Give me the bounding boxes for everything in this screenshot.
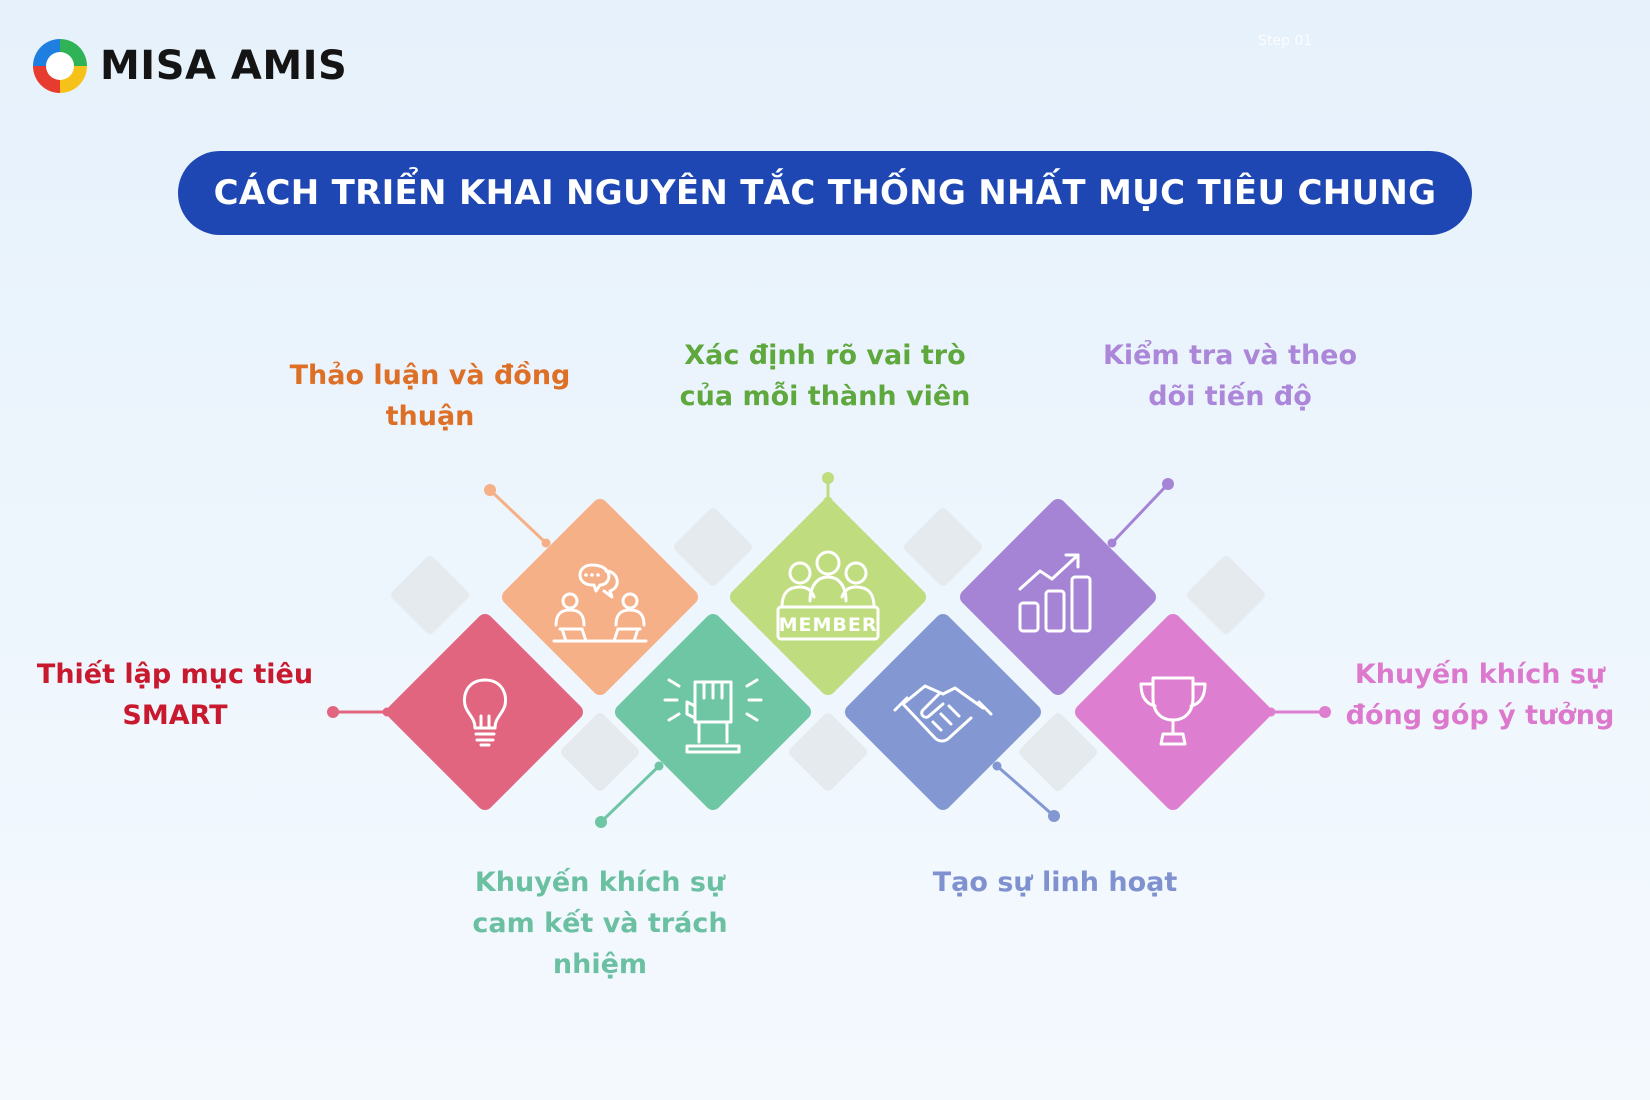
brand-name: MISA AMIS bbox=[100, 43, 348, 89]
connector-line bbox=[996, 764, 1055, 818]
step-tile-1 bbox=[387, 614, 583, 810]
connector-start-dot bbox=[992, 761, 1002, 771]
discussion-icon bbox=[552, 563, 648, 643]
step-tile-4 bbox=[730, 499, 926, 695]
connector-line bbox=[488, 488, 548, 545]
connector-start-dot bbox=[1107, 538, 1117, 548]
ghost-tile bbox=[391, 556, 469, 634]
page-title: CÁCH TRIỂN KHAI NGUYÊN TẮC THỐNG NHẤT MỤ… bbox=[213, 173, 1437, 213]
ghost-tile bbox=[561, 713, 639, 791]
ghost-tile bbox=[1019, 713, 1097, 791]
connector-end-dot bbox=[1319, 706, 1331, 718]
connector-end-dot bbox=[327, 706, 339, 718]
connector-end-dot bbox=[822, 472, 834, 484]
connector-start-dot bbox=[654, 761, 664, 771]
connector-start-dot bbox=[541, 538, 551, 548]
connector-end-dot bbox=[595, 816, 607, 828]
step-tile-7 bbox=[1075, 614, 1271, 810]
ghost-tile bbox=[904, 508, 982, 586]
member-text: MEMBER bbox=[779, 614, 878, 636]
ghost-tile bbox=[674, 508, 752, 586]
step-tile-5 bbox=[845, 614, 1041, 810]
lightbulb-icon bbox=[462, 678, 508, 747]
step-text: Step 01 bbox=[1258, 33, 1313, 49]
connector-end-dot bbox=[484, 484, 496, 496]
title-banner: CÁCH TRIỂN KHAI NGUYÊN TẮC THỐNG NHẤT MỤ… bbox=[178, 151, 1472, 235]
handshake-icon bbox=[893, 684, 993, 743]
trophy-icon bbox=[1139, 676, 1207, 746]
growth-chart-icon bbox=[1018, 553, 1092, 633]
step-label-5: Tạo sự linh hoạt bbox=[932, 867, 1178, 898]
step-tile-6 bbox=[960, 499, 1156, 695]
step-tile-3 bbox=[615, 614, 811, 810]
connector-end-dot bbox=[1048, 810, 1060, 822]
ghost-tile bbox=[1187, 556, 1265, 634]
misa-logo-icon bbox=[33, 39, 87, 93]
connector-line bbox=[1110, 482, 1170, 545]
ghost-tile bbox=[789, 713, 867, 791]
connector-line bbox=[599, 764, 661, 824]
team-members-icon: MEMBER bbox=[776, 550, 880, 641]
connector-end-dot bbox=[1162, 478, 1174, 490]
brand-logo: MISA AMIS bbox=[30, 36, 347, 96]
raised-fist-icon bbox=[663, 678, 763, 754]
